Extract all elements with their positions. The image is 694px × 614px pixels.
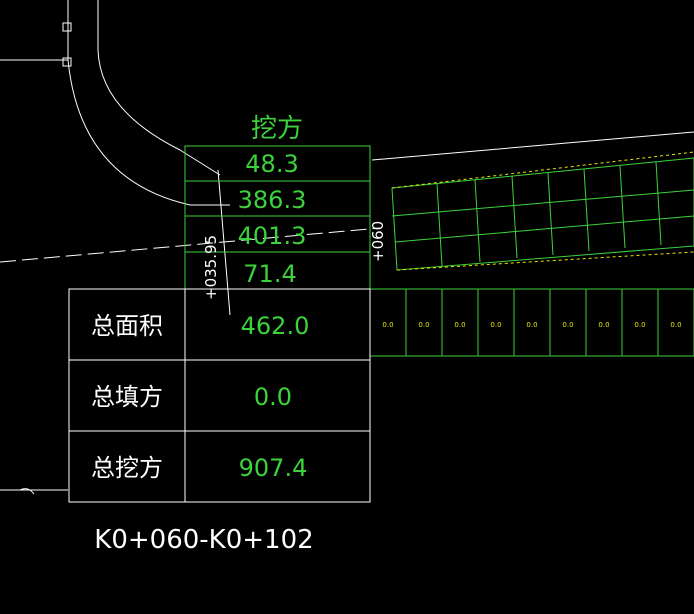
- road-geometry: [0, 0, 694, 495]
- strip-cell-value: 0.0: [634, 321, 645, 329]
- strip-cell-value: 0.0: [454, 321, 465, 329]
- summary-table: [68, 288, 371, 503]
- excavation-value-3: 401.3: [238, 222, 307, 250]
- summary-value-fill: 0.0: [254, 383, 292, 411]
- excavation-header: 挖方: [251, 114, 303, 144]
- station-label-mid: +060: [369, 221, 387, 262]
- road-segment-detail: [391, 151, 694, 271]
- excavation-value-1: 48.3: [245, 150, 298, 178]
- volume-strip: 0.0 0.0 0.0 0.0 0.0 0.0 0.0 0.0 0.0: [382, 289, 694, 356]
- strip-cell-value: 0.0: [670, 321, 681, 329]
- strip-cell-value: 0.0: [382, 321, 393, 329]
- strip-cell-value: 0.0: [562, 321, 573, 329]
- summary-label-area: 总面积: [91, 312, 163, 340]
- range-label: K0+060-K0+102: [94, 525, 313, 555]
- summary-label-fill: 总填方: [91, 383, 163, 411]
- summary-value-excavation: 907.4: [239, 454, 308, 482]
- station-label-left: +035.95: [202, 235, 220, 300]
- strip-cell-value: 0.0: [526, 321, 537, 329]
- strip-cell-value: 0.0: [418, 321, 429, 329]
- strip-cell-value: 0.0: [490, 321, 501, 329]
- summary-label-excavation: 总挖方: [91, 454, 163, 482]
- strip-cell-value: 0.0: [598, 321, 609, 329]
- excavation-value-4: 71.4: [243, 260, 296, 288]
- excavation-value-2: 386.3: [238, 186, 307, 214]
- summary-value-area: 462.0: [241, 312, 310, 340]
